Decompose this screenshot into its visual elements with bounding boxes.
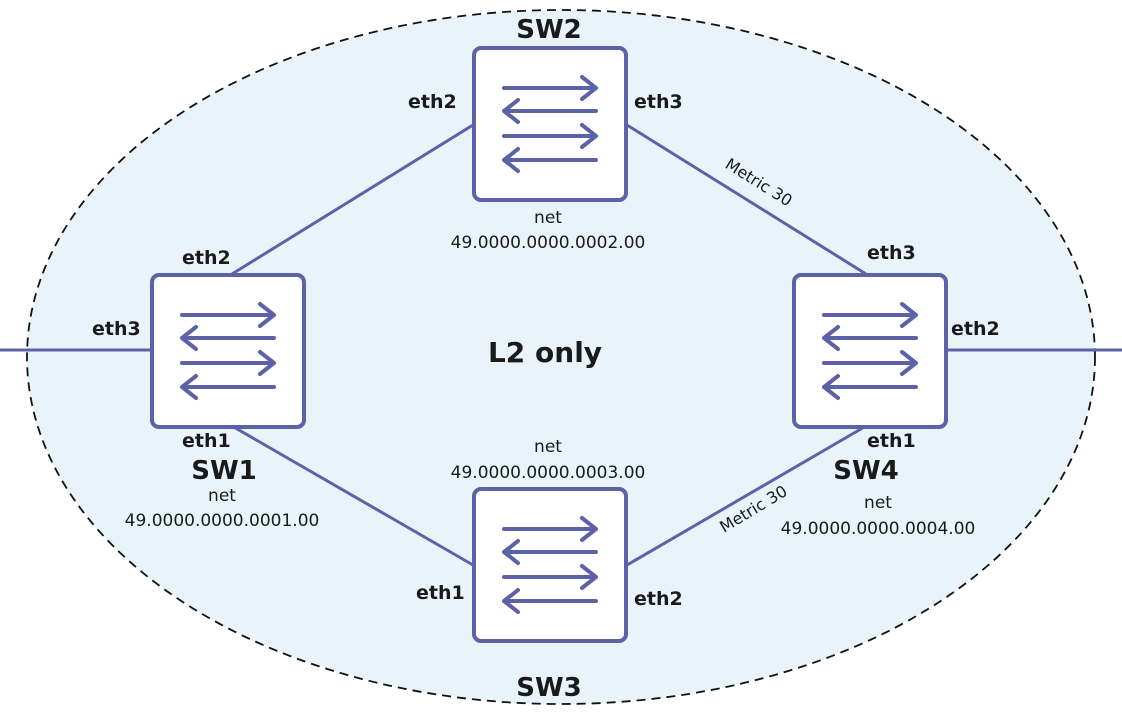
link-sw1-sw3 — [231, 424, 474, 567]
net-label-sw1: net — [208, 486, 236, 506]
link-sw3-sw4 — [626, 424, 867, 567]
link-sw2-sw4 — [626, 123, 867, 276]
switch-box — [472, 46, 628, 202]
port-label-sw2-eth3: eth3 — [634, 91, 683, 113]
switch-box — [792, 273, 948, 429]
switch-arrows-icon — [180, 302, 276, 400]
zone-label: L2 only — [488, 336, 602, 369]
net-label-sw2: net — [534, 208, 562, 228]
net-value-sw2: 49.0000.0000.0002.00 — [451, 233, 646, 253]
net-label-sw3: net — [534, 437, 562, 457]
port-label-sw3-eth2: eth2 — [634, 588, 683, 610]
switch-arrows-icon — [822, 302, 918, 400]
port-label-sw1-eth2: eth2 — [182, 247, 231, 269]
port-label-sw2-eth2: eth2 — [408, 91, 457, 113]
port-label-sw3-eth1: eth1 — [416, 582, 465, 604]
port-label-sw4-eth1: eth1 — [867, 430, 916, 452]
switch-sw4[interactable] — [792, 273, 948, 429]
switch-name-sw1: SW1 — [191, 456, 257, 486]
switch-arrows-icon — [502, 75, 598, 173]
net-value-sw4: 49.0000.0000.0004.00 — [781, 519, 976, 539]
switch-box — [150, 273, 306, 429]
switch-name-sw4: SW4 — [833, 456, 899, 486]
net-label-sw4: net — [864, 493, 892, 513]
switch-sw2[interactable] — [472, 46, 628, 202]
switch-name-sw2: SW2 — [516, 15, 582, 45]
l2-zone-ellipse — [26, 9, 1096, 705]
switch-sw1[interactable] — [150, 273, 306, 429]
port-label-sw1-eth3: eth3 — [92, 318, 141, 340]
switch-arrows-icon — [502, 516, 598, 614]
net-value-sw3: 49.0000.0000.0003.00 — [451, 463, 646, 483]
port-label-sw4-eth3: eth3 — [867, 242, 916, 264]
switch-box — [472, 487, 628, 643]
port-label-sw4-eth2: eth2 — [951, 318, 1000, 340]
net-value-sw1: 49.0000.0000.0001.00 — [125, 511, 320, 531]
switch-name-sw3: SW3 — [516, 673, 582, 703]
port-label-sw1-eth1: eth1 — [182, 430, 231, 452]
link-sw1-sw2 — [231, 123, 474, 276]
switch-sw3[interactable] — [472, 487, 628, 643]
